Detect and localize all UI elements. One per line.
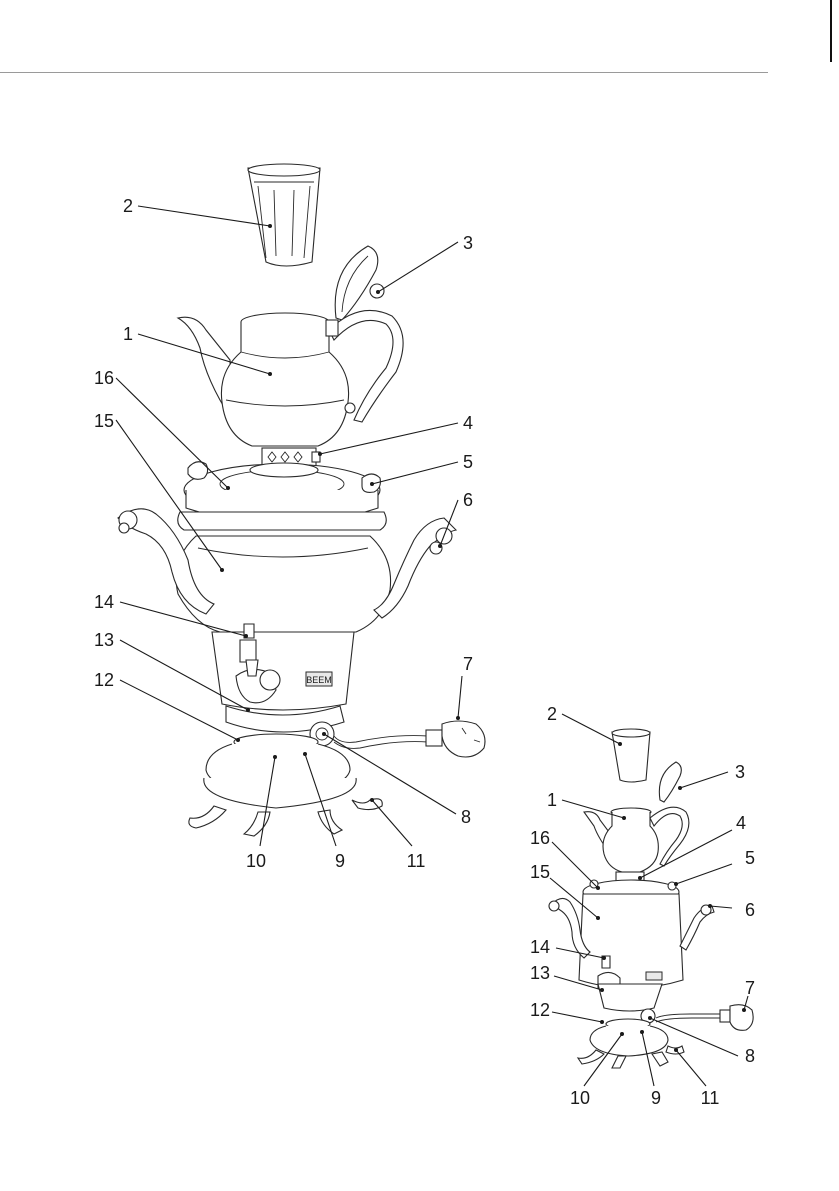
small-callout-14: 14	[530, 937, 550, 957]
small-callout-4: 4	[736, 813, 746, 833]
callout-3: 3	[463, 233, 473, 253]
tea-strainer	[248, 164, 320, 266]
callout-9: 9	[335, 851, 345, 871]
callout-10: 10	[246, 851, 266, 871]
samovar-body: BEEM	[118, 509, 485, 836]
product-badge: BEEM	[306, 675, 332, 685]
samovar-large: BEEM	[94, 164, 485, 871]
teapot	[178, 310, 403, 446]
samovar-small: 2 3 1 4 16 5 15 6 14 13 7 12 8 10 9 11	[530, 704, 755, 1108]
callout-15: 15	[94, 411, 114, 431]
small-callout-8: 8	[745, 1046, 755, 1066]
small-callout-10: 10	[570, 1088, 590, 1108]
small-callout-6: 6	[745, 900, 755, 920]
callout-11: 11	[407, 851, 426, 871]
small-callout-2: 2	[547, 704, 557, 724]
callout-5: 5	[463, 452, 473, 472]
callout-4: 4	[463, 413, 473, 433]
callout-6: 6	[463, 490, 473, 510]
callout-8: 8	[461, 807, 471, 827]
callout-13: 13	[94, 630, 114, 650]
small-callout-9: 9	[651, 1088, 661, 1108]
callout-1: 1	[123, 324, 133, 344]
small-callout-1: 1	[547, 790, 557, 810]
samovar-lid	[178, 462, 387, 530]
callout-12: 12	[94, 670, 114, 690]
small-callout-12: 12	[530, 1000, 550, 1020]
callout-2: 2	[123, 196, 133, 216]
small-callout-13: 13	[530, 963, 550, 983]
callout-7: 7	[463, 654, 473, 674]
small-callout-7: 7	[745, 978, 755, 998]
small-callout-5: 5	[745, 848, 755, 868]
teapot-lid	[335, 246, 384, 320]
small-callout-16: 16	[530, 828, 550, 848]
small-callout-11: 11	[701, 1088, 720, 1108]
callout-14: 14	[94, 592, 114, 612]
callout-16: 16	[94, 368, 114, 388]
small-callout-15: 15	[530, 862, 550, 882]
small-callout-3: 3	[735, 762, 745, 782]
